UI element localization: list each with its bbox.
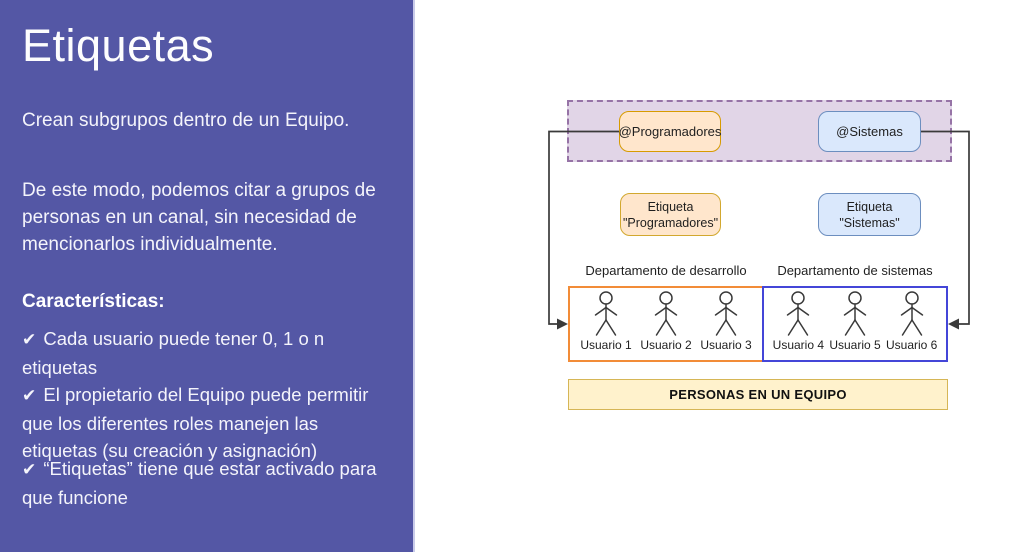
- user-label: Usuario 1: [580, 338, 632, 352]
- user-item: Usuario 2: [636, 291, 696, 352]
- person-icon: [787, 291, 810, 336]
- arrowhead-left: [557, 318, 568, 330]
- features-heading: Características:: [22, 291, 165, 312]
- check-icon: ✔: [22, 460, 37, 480]
- user-label: Usuario 4: [772, 338, 825, 352]
- check-icon: ✔: [22, 330, 37, 350]
- feature-bullet: ✔ El propietario del Equipo puede permit…: [22, 381, 398, 464]
- department-sistemas-title: Departamento de sistemas: [777, 263, 933, 278]
- etiqueta-label-line1: Etiqueta: [647, 199, 694, 214]
- tag-programadores-label: @Programadores: [618, 124, 722, 139]
- etiqueta-label-line2: "Sistemas": [839, 215, 900, 230]
- tag-sistemas-label: @Sistemas: [836, 124, 903, 139]
- person-icon: [594, 291, 618, 336]
- person-icon: [843, 291, 867, 336]
- user-item: Usuario 4: [770, 291, 827, 352]
- person-icon: [714, 291, 738, 336]
- user-label: Usuario 3: [700, 338, 752, 352]
- user-item: Usuario 6: [883, 291, 940, 352]
- description-text: De este modo, podemos citar a grupos de …: [22, 180, 376, 255]
- check-icon: ✔: [22, 386, 37, 406]
- department-sistemas-box: Usuario 4 Usuario 5 Usuario 6: [762, 286, 948, 362]
- etiqueta-sistemas-box: Etiqueta "Sistemas": [818, 193, 921, 236]
- team-banner: PERSONAS EN UN EQUIPO: [568, 379, 948, 410]
- person-icon: [900, 291, 923, 336]
- department-desarrollo-title: Departamento de desarrollo: [585, 263, 747, 278]
- arrowhead-right: [948, 318, 959, 330]
- user-label: Usuario 2: [640, 338, 692, 352]
- etiqueta-label-line2: "Programadores": [622, 215, 719, 230]
- feature-bullet: ✔ “Etiquetas” tiene que estar activado p…: [22, 455, 398, 511]
- user-item: Usuario 5: [827, 291, 884, 352]
- bullet-text: “Etiquetas” tiene que estar activado par…: [22, 458, 377, 508]
- department-desarrollo-box: Usuario 1 Usuario 2 Usuario 3: [568, 286, 764, 362]
- bullet-text: Cada usuario puede tener 0, 1 o n etique…: [22, 328, 325, 378]
- user-label: Usuario 6: [886, 338, 938, 352]
- user-label: Usuario 5: [829, 338, 881, 352]
- etiqueta-programadores-box: Etiqueta "Programadores": [620, 193, 721, 236]
- slide-title: Etiquetas: [22, 20, 215, 71]
- intro-text: Crean subgrupos dentro de un Equipo.: [22, 110, 350, 131]
- left-panel: Etiquetas Crean subgrupos dentro de un E…: [0, 0, 415, 552]
- feature-bullet: ✔ Cada usuario puede tener 0, 1 o n etiq…: [22, 325, 398, 381]
- tag-sistemas-box: @Sistemas: [818, 111, 921, 152]
- etiqueta-label-line1: Etiqueta: [846, 199, 893, 214]
- tag-programadores-box: @Programadores: [619, 111, 721, 152]
- bullet-text: El propietario del Equipo puede permitir…: [22, 384, 369, 461]
- user-item: Usuario 3: [696, 291, 756, 352]
- person-icon: [654, 291, 678, 336]
- team-banner-label: PERSONAS EN UN EQUIPO: [669, 387, 847, 402]
- user-item: Usuario 1: [576, 291, 636, 352]
